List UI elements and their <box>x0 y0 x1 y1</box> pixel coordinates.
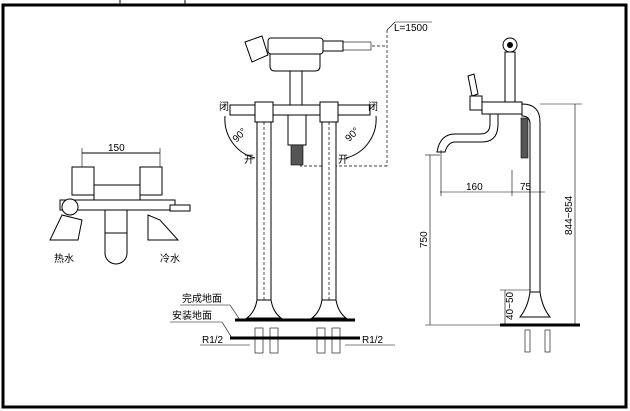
side-view: 160 75 750 844~854 40~50 <box>419 37 582 353</box>
offset-label: 75 <box>520 182 532 193</box>
cold-water-label: 冷水 <box>160 252 180 265</box>
thread-right-label: R1/2 <box>362 335 384 346</box>
reach-label: 160 <box>466 182 483 193</box>
rotation-arc-right <box>345 115 377 159</box>
hot-water-label: 热水 <box>54 252 74 265</box>
drawing-frame <box>1 3 628 409</box>
title-fragment <box>119 0 186 4</box>
rotation-arc-left <box>224 115 256 159</box>
open-right-label: 开 <box>338 155 348 166</box>
shower-cradle <box>269 54 321 72</box>
hand-shower-handle <box>267 37 324 55</box>
spacing-label: 150 <box>108 143 125 154</box>
close-left-label: 闭 <box>219 100 229 113</box>
total-height-label: 844~854 <box>564 195 575 235</box>
handle-bar <box>229 104 371 116</box>
hand-shower-head <box>244 35 269 63</box>
floor-gap-label: 40~50 <box>505 291 516 320</box>
install-floor-label: 安装地面 <box>172 309 212 322</box>
top-view: 150 热水 冷水 <box>49 143 191 265</box>
open-left-label: 开 <box>244 155 254 166</box>
spout <box>436 113 499 153</box>
hose-length-label: L=1500 <box>394 23 428 34</box>
spout-height-label: 750 <box>419 231 430 248</box>
angle-left-label: 90° <box>231 126 249 144</box>
close-right-label: 闭 <box>368 100 378 113</box>
finished-floor-label: 完成地面 <box>182 292 222 305</box>
thread-left-label: R1/2 <box>202 335 224 346</box>
angle-right-label: 90° <box>344 126 362 144</box>
front-view: L=1500 闭 闭 90° 90° 开 开 完成地面 安装地面 R1/2 <box>170 21 432 354</box>
